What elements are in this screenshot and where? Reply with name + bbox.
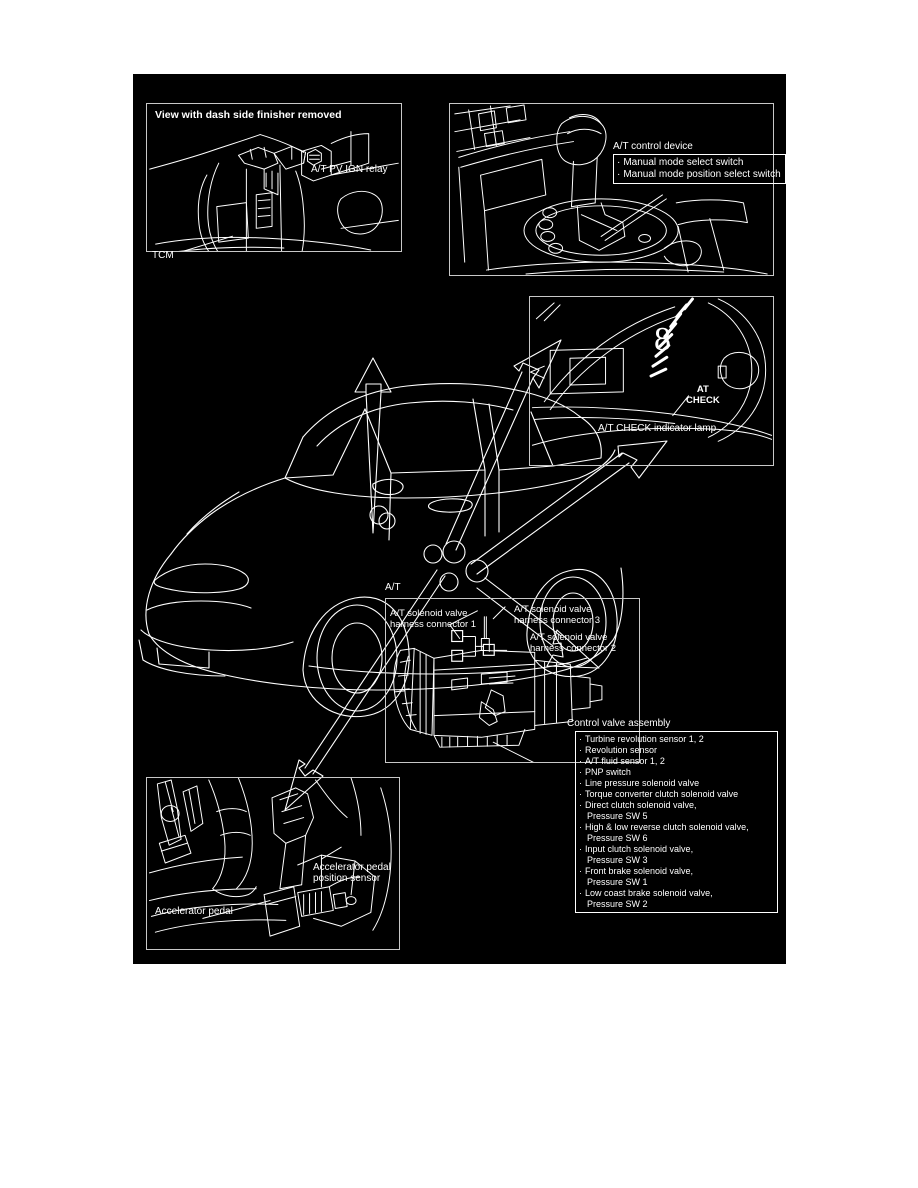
list-item: Line pressure solenoid valve <box>579 778 773 789</box>
list-item: Turbine revolution sensor 1, 2 <box>579 734 773 745</box>
control-valve-component-list: Turbine revolution sensor 1, 2 Revolutio… <box>575 731 778 913</box>
label-at-pv-ign-relay: A/T PV IGN relay <box>311 164 388 175</box>
panel-instrument-cluster: 8 AT CHECK A/T CHECK indicator lamp <box>529 296 774 466</box>
label-connector-2-line2: harness connector 2 <box>530 642 617 654</box>
label-connector-3-line2: harness connector 3 <box>514 614 601 626</box>
caption-at-check-lamp: A/T CHECK indicator lamp <box>598 423 717 434</box>
at-check-line1: AT <box>696 384 709 395</box>
label-connector-2-line1: A/T solenoid valve <box>530 632 608 643</box>
shifter-heading: A/T control device <box>613 141 693 152</box>
label-connector-3: A/T solenoid valve harness connector 3 <box>514 604 601 626</box>
panel-accelerator-pedal: Accelerator pedal Accelerator pedal posi… <box>146 777 400 950</box>
label-connector-2: A/T solenoid valve harness connector 2 <box>530 632 617 654</box>
panel-shifter: A/T control device Manual mode select sw… <box>449 103 786 276</box>
cluster-illustration <box>530 297 773 446</box>
label-connector-1-line2: harness connector 1 <box>390 618 477 630</box>
label-at-tag: A/T <box>385 582 401 593</box>
list-item-cont: Pressure SW 2 <box>587 898 648 909</box>
list-item-cont: Pressure SW 1 <box>587 876 648 887</box>
label-connector-1-line1: A/T solenoid valve <box>390 608 468 619</box>
list-item: Direct clutch solenoid valve, <box>579 800 773 811</box>
connector-square-3 <box>451 630 464 643</box>
shifter-console-illustration <box>454 104 768 275</box>
leader-control-valve <box>492 741 534 762</box>
list-item: Input clutch solenoid valve, <box>579 844 773 855</box>
list-item: High & low reverse clutch solenoid valve… <box>579 822 773 833</box>
list-item: Manual mode position select switch <box>617 169 781 181</box>
arrow-to-shifter-panel <box>445 371 534 551</box>
list-item-cont: Pressure SW 6 <box>587 832 648 843</box>
callout-origin-markers <box>369 505 489 592</box>
list-item-cont: Pressure SW 5 <box>587 810 648 821</box>
label-accelerator-pedal: Accelerator pedal <box>155 906 233 917</box>
cluster-digit: 8 <box>654 321 671 358</box>
label-app-sensor-line2: position sensor <box>313 873 381 885</box>
figure-canvas: View with dash side finisher removed A/T… <box>133 74 786 964</box>
label-control-valve-assembly: Control valve assembly <box>567 718 671 729</box>
connector-square-1 <box>451 649 464 662</box>
list-item: Low coast brake solenoid valve, <box>579 888 773 899</box>
list-item: PNP switch <box>579 767 773 778</box>
connector-square-2 <box>482 643 495 656</box>
label-connector-3-line1: A/T solenoid valve <box>514 604 592 615</box>
list-item-cont: Pressure SW 3 <box>587 854 648 865</box>
label-tcm: TCM <box>152 250 174 261</box>
shifter-switch-list: Manual mode select switch Manual mode po… <box>613 154 786 185</box>
list-item: Manual mode select switch <box>617 157 781 169</box>
list-item: Revolution sensor <box>579 745 773 756</box>
list-item: Front brake solenoid valve, <box>579 866 773 877</box>
at-check-indicator: AT CHECK <box>686 384 720 406</box>
panel-dash-side: View with dash side finisher removed A/T… <box>146 103 402 261</box>
label-app-sensor-line1: Accelerator pedal <box>313 862 391 873</box>
dash-panel-title: View with dash side finisher removed <box>155 109 342 121</box>
list-item: A/T fluid sensor 1, 2 <box>579 756 773 767</box>
leader-connector-3 <box>492 606 506 620</box>
label-app-sensor: Accelerator pedal position sensor <box>313 862 391 884</box>
at-check-line2: CHECK <box>686 394 720 406</box>
dash-side-illustration <box>149 131 399 251</box>
arrow-to-dash-panel <box>365 391 382 534</box>
list-item: Torque converter clutch solenoid valve <box>579 789 773 800</box>
arrow-to-cluster-panel <box>470 452 630 575</box>
label-connector-1: A/T solenoid valve harness connector 1 <box>390 608 477 630</box>
